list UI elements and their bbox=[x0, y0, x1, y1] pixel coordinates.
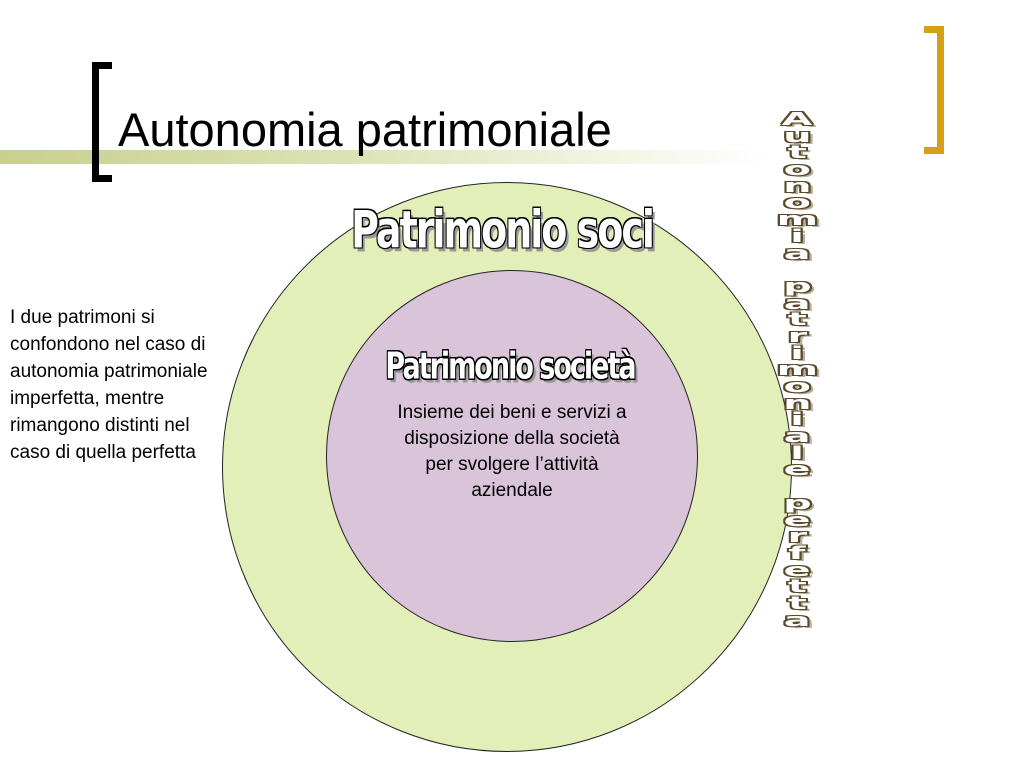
vertical-label-char: t bbox=[787, 142, 807, 164]
vertical-label-char: t bbox=[787, 576, 807, 598]
vertical-label-char: o bbox=[783, 159, 811, 181]
left-bracket-decoration bbox=[92, 62, 112, 182]
vertical-label-char: n bbox=[782, 175, 812, 197]
slide-title: Autonomia patrimoniale bbox=[118, 103, 612, 156]
vertical-label-char: i bbox=[790, 342, 804, 364]
vertical-label-char: A bbox=[781, 109, 813, 130]
patrimonio-societa-label: Patrimonio società bbox=[385, 346, 636, 388]
vertical-label-char: i bbox=[790, 225, 804, 247]
patrimonio-societa-description: Insieme dei beni e servizi a disposizion… bbox=[397, 402, 627, 501]
vertical-label-char: f bbox=[788, 542, 806, 564]
vertical-label-char: o bbox=[783, 376, 811, 397]
vertical-label-char: a bbox=[783, 242, 811, 264]
vertical-label-char: e bbox=[783, 559, 811, 581]
vertical-label-char: u bbox=[782, 125, 812, 147]
vertical-label-char: m bbox=[776, 359, 818, 381]
vertical-label-char: a bbox=[783, 609, 811, 631]
vertical-label-char: a bbox=[783, 292, 811, 314]
vertical-label-char: n bbox=[782, 392, 812, 414]
vertical-label-char: t bbox=[787, 309, 807, 331]
patrimonio-soci-label: Patrimonio soci bbox=[351, 200, 655, 260]
vertical-label-char: r bbox=[787, 526, 807, 548]
vertical-label-char: a bbox=[783, 426, 811, 448]
explanation-text: I due patrimoni si confondono nel caso d… bbox=[10, 307, 208, 463]
vertical-label-char: l bbox=[790, 442, 804, 464]
vertical-label-char: p bbox=[782, 275, 812, 297]
vertical-label-char: m bbox=[776, 209, 818, 231]
vertical-label-char: e bbox=[783, 459, 811, 481]
vertical-label-char: i bbox=[790, 409, 804, 431]
vertical-label-char: t bbox=[787, 592, 807, 614]
vertical-label-char: p bbox=[782, 492, 812, 514]
vertical-label-char: e bbox=[783, 509, 811, 531]
right-bracket-decoration bbox=[924, 26, 944, 154]
patrimonio-societa-circle bbox=[326, 270, 698, 642]
vertical-label-char: r bbox=[787, 325, 807, 347]
vertical-label-char: o bbox=[783, 192, 811, 214]
title-underline-bar bbox=[0, 150, 770, 164]
